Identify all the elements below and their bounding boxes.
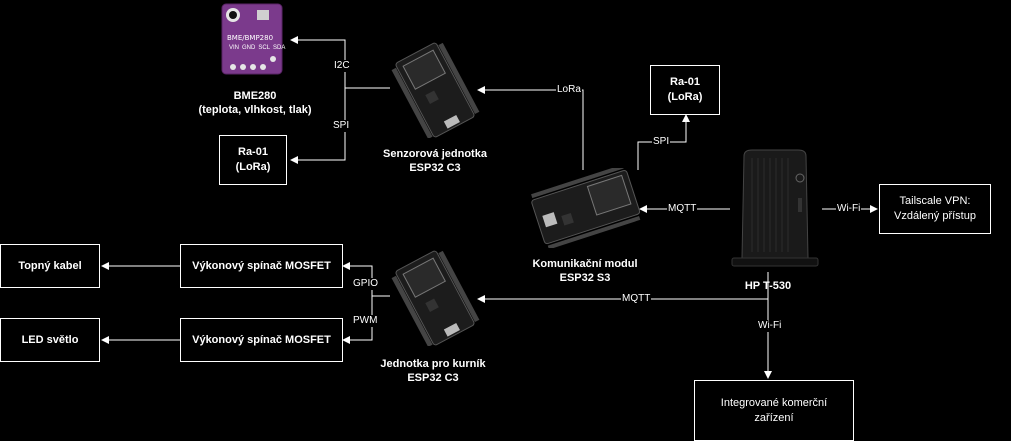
hp-caption: HP T-530 — [744, 280, 792, 292]
edge-label-wifi-tailscale: Wi-Fi — [836, 203, 862, 215]
hp-t530-graphic — [731, 149, 819, 267]
pin-sda: SDA — [273, 45, 286, 51]
edge-label-spi-comm: SPI — [652, 136, 671, 148]
bme280-chip-text: BME/BMP280 — [227, 34, 274, 42]
heating-cable-box: Topný kabel — [0, 244, 100, 288]
bme280-board: BME/BMP280 VIN GND SCL SDA — [221, 3, 285, 75]
edge-label-gpio: GPIO — [352, 278, 380, 290]
edge-label-lora: LoRa — [556, 84, 582, 96]
bme280-caption: BME280 (teplota, vlhkost, tlak) — [198, 90, 312, 116]
pwm-connector — [342, 296, 373, 344]
pin-gnd: GND — [242, 45, 256, 51]
mosfet-box-1: Výkonový spínač MOSFET — [180, 244, 343, 288]
esp32-c3-coop-board — [390, 250, 480, 347]
esp32-c3-sensor-board — [390, 42, 480, 139]
ra01-sensor-box: Ra-01 (LoRa) — [219, 135, 287, 185]
sensor-unit-caption: Senzorová jednotka ESP32 C3 — [383, 148, 487, 174]
coop-unit-caption: Jednotka pro kurník ESP32 C3 — [380, 358, 486, 384]
bme280-board-graphic — [221, 3, 283, 75]
lora-connector — [477, 86, 584, 170]
integrated-device-box: Integrované komerční zařízení — [694, 380, 854, 441]
esp32-c3-sensor-graphic — [391, 42, 480, 139]
mosfet-box-2: Výkonový spínač MOSFET — [180, 318, 343, 362]
hp-t530-device — [728, 148, 822, 270]
ra01-comm-box: Ra-01 (LoRa) — [650, 65, 720, 115]
pin-vin: VIN — [229, 45, 240, 51]
edge-label-spi-sensor: SPI — [332, 120, 351, 132]
edge-label-mqtt-coop: MQTT — [621, 293, 652, 305]
comm-module-caption: Komunikační modul ESP32 S3 — [532, 258, 638, 284]
esp32-s3-comm-board — [530, 164, 642, 250]
edge-label-wifi-integrated: Wi-Fi — [757, 320, 783, 332]
spi-connector-sensor — [290, 88, 346, 164]
edge-label-i2c: I2C — [333, 60, 351, 72]
edge-label-mqtt-comm: MQTT — [667, 203, 698, 215]
esp32-c3-coop-graphic — [391, 250, 480, 347]
pin-scl: SCL — [258, 45, 271, 51]
edge-label-pwm: PWM — [352, 315, 379, 327]
led-light-box: LED světlo — [0, 318, 100, 362]
tailscale-box: Tailscale VPN: Vzdálený přístup — [879, 184, 991, 234]
bme280-pins: VIN GND SCL SDA — [229, 45, 285, 51]
esp32-s3-comm-graphic — [531, 164, 641, 250]
